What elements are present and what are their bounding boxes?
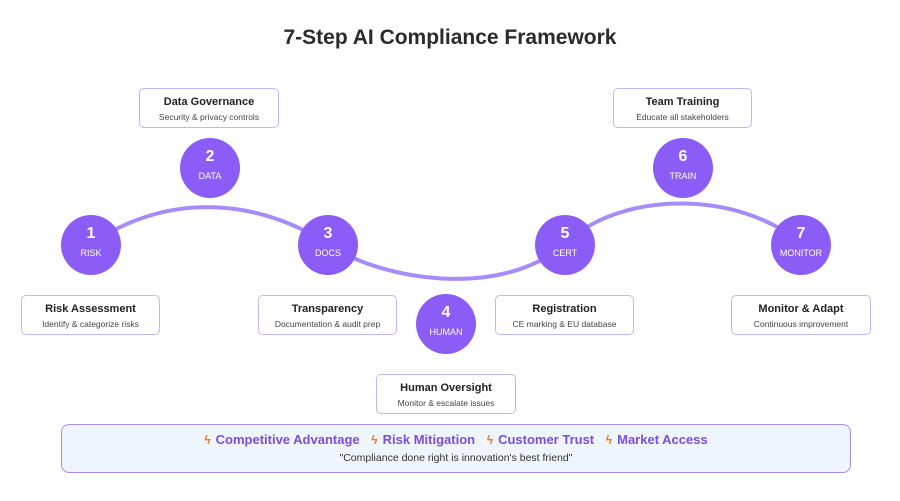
step-6-card: Team Training Educate all stakeholders xyxy=(613,88,752,128)
step-3-card: Transparency Documentation & audit prep xyxy=(258,295,397,335)
step-number: 6 xyxy=(678,148,688,165)
step-code: RISK xyxy=(80,248,102,258)
step-code: DATA xyxy=(198,171,222,181)
benefit-label: Competitive Advantage xyxy=(215,432,360,447)
step-1-circle: 1 RISK xyxy=(61,215,121,275)
page-title: 7-Step AI Compliance Framework xyxy=(283,26,617,49)
step-title: Risk Assessment xyxy=(45,303,136,315)
step-code: MONITOR xyxy=(779,248,823,258)
step-code: DOCS xyxy=(314,248,341,258)
step-code: HUMAN xyxy=(429,327,463,337)
step-number: 3 xyxy=(323,225,333,242)
benefit-item: ϟ Customer Trust xyxy=(487,432,594,448)
step-6-circle: 6 TRAIN xyxy=(653,138,713,198)
banner-quote: "Compliance done right is innovation's b… xyxy=(339,452,573,464)
step-7-card: Monitor & Adapt Continuous improvement xyxy=(731,295,871,335)
lightning-bolt-icon: ϟ xyxy=(486,433,494,447)
lightning-bolt-icon: ϟ xyxy=(605,433,613,447)
step-number: 7 xyxy=(796,225,806,242)
step-number: 5 xyxy=(560,225,570,242)
step-4-circle: 4 HUMAN xyxy=(416,294,476,354)
benefit-label: Market Access xyxy=(617,432,708,447)
benefit-label: Risk Mitigation xyxy=(382,432,476,447)
step-subtitle: Documentation & audit prep xyxy=(274,319,381,329)
step-title: Monitor & Adapt xyxy=(758,303,844,315)
connector-path xyxy=(89,201,803,281)
benefit-label: Customer Trust xyxy=(498,432,595,447)
step-subtitle: Continuous improvement xyxy=(753,319,849,329)
step-title: Data Governance xyxy=(163,96,255,108)
step-number: 1 xyxy=(86,225,96,242)
step-2-circle: 2 DATA xyxy=(180,138,240,198)
step-3-circle: 3 DOCS xyxy=(298,215,358,275)
step-subtitle: CE marking & EU database xyxy=(512,319,617,329)
step-title: Human Oversight xyxy=(400,382,492,394)
step-5-circle: 5 CERT xyxy=(535,215,595,275)
step-2-card: Data Governance Security & privacy contr… xyxy=(139,88,279,128)
lightning-bolt-icon: ϟ xyxy=(204,433,211,447)
step-5-card: Registration CE marking & EU database xyxy=(495,295,634,335)
step-subtitle: Security & privacy controls xyxy=(158,112,260,122)
step-title: Transparency xyxy=(291,303,364,315)
benefit-item: ϟ Competitive Advantage xyxy=(204,432,359,448)
step-subtitle: Educate all stakeholders xyxy=(636,112,729,122)
step-4-card: Human Oversight Monitor & escalate issue… xyxy=(376,374,516,414)
step-subtitle: Identify & categorize risks xyxy=(42,319,139,329)
benefit-item: ϟ Risk Mitigation xyxy=(371,432,475,448)
step-title: Registration xyxy=(532,303,597,315)
step-number: 2 xyxy=(205,148,215,165)
step-number: 4 xyxy=(441,304,451,321)
step-subtitle: Monitor & escalate issues xyxy=(397,398,495,408)
step-1-card: Risk Assessment Identify & categorize ri… xyxy=(21,295,160,335)
step-code: TRAIN xyxy=(669,171,697,181)
lightning-bolt-icon: ϟ xyxy=(371,433,378,447)
step-code: CERT xyxy=(552,248,578,258)
step-title: Team Training xyxy=(645,96,720,108)
step-7-circle: 7 MONITOR xyxy=(771,215,831,275)
benefit-item: ϟ Market Access xyxy=(606,432,708,448)
